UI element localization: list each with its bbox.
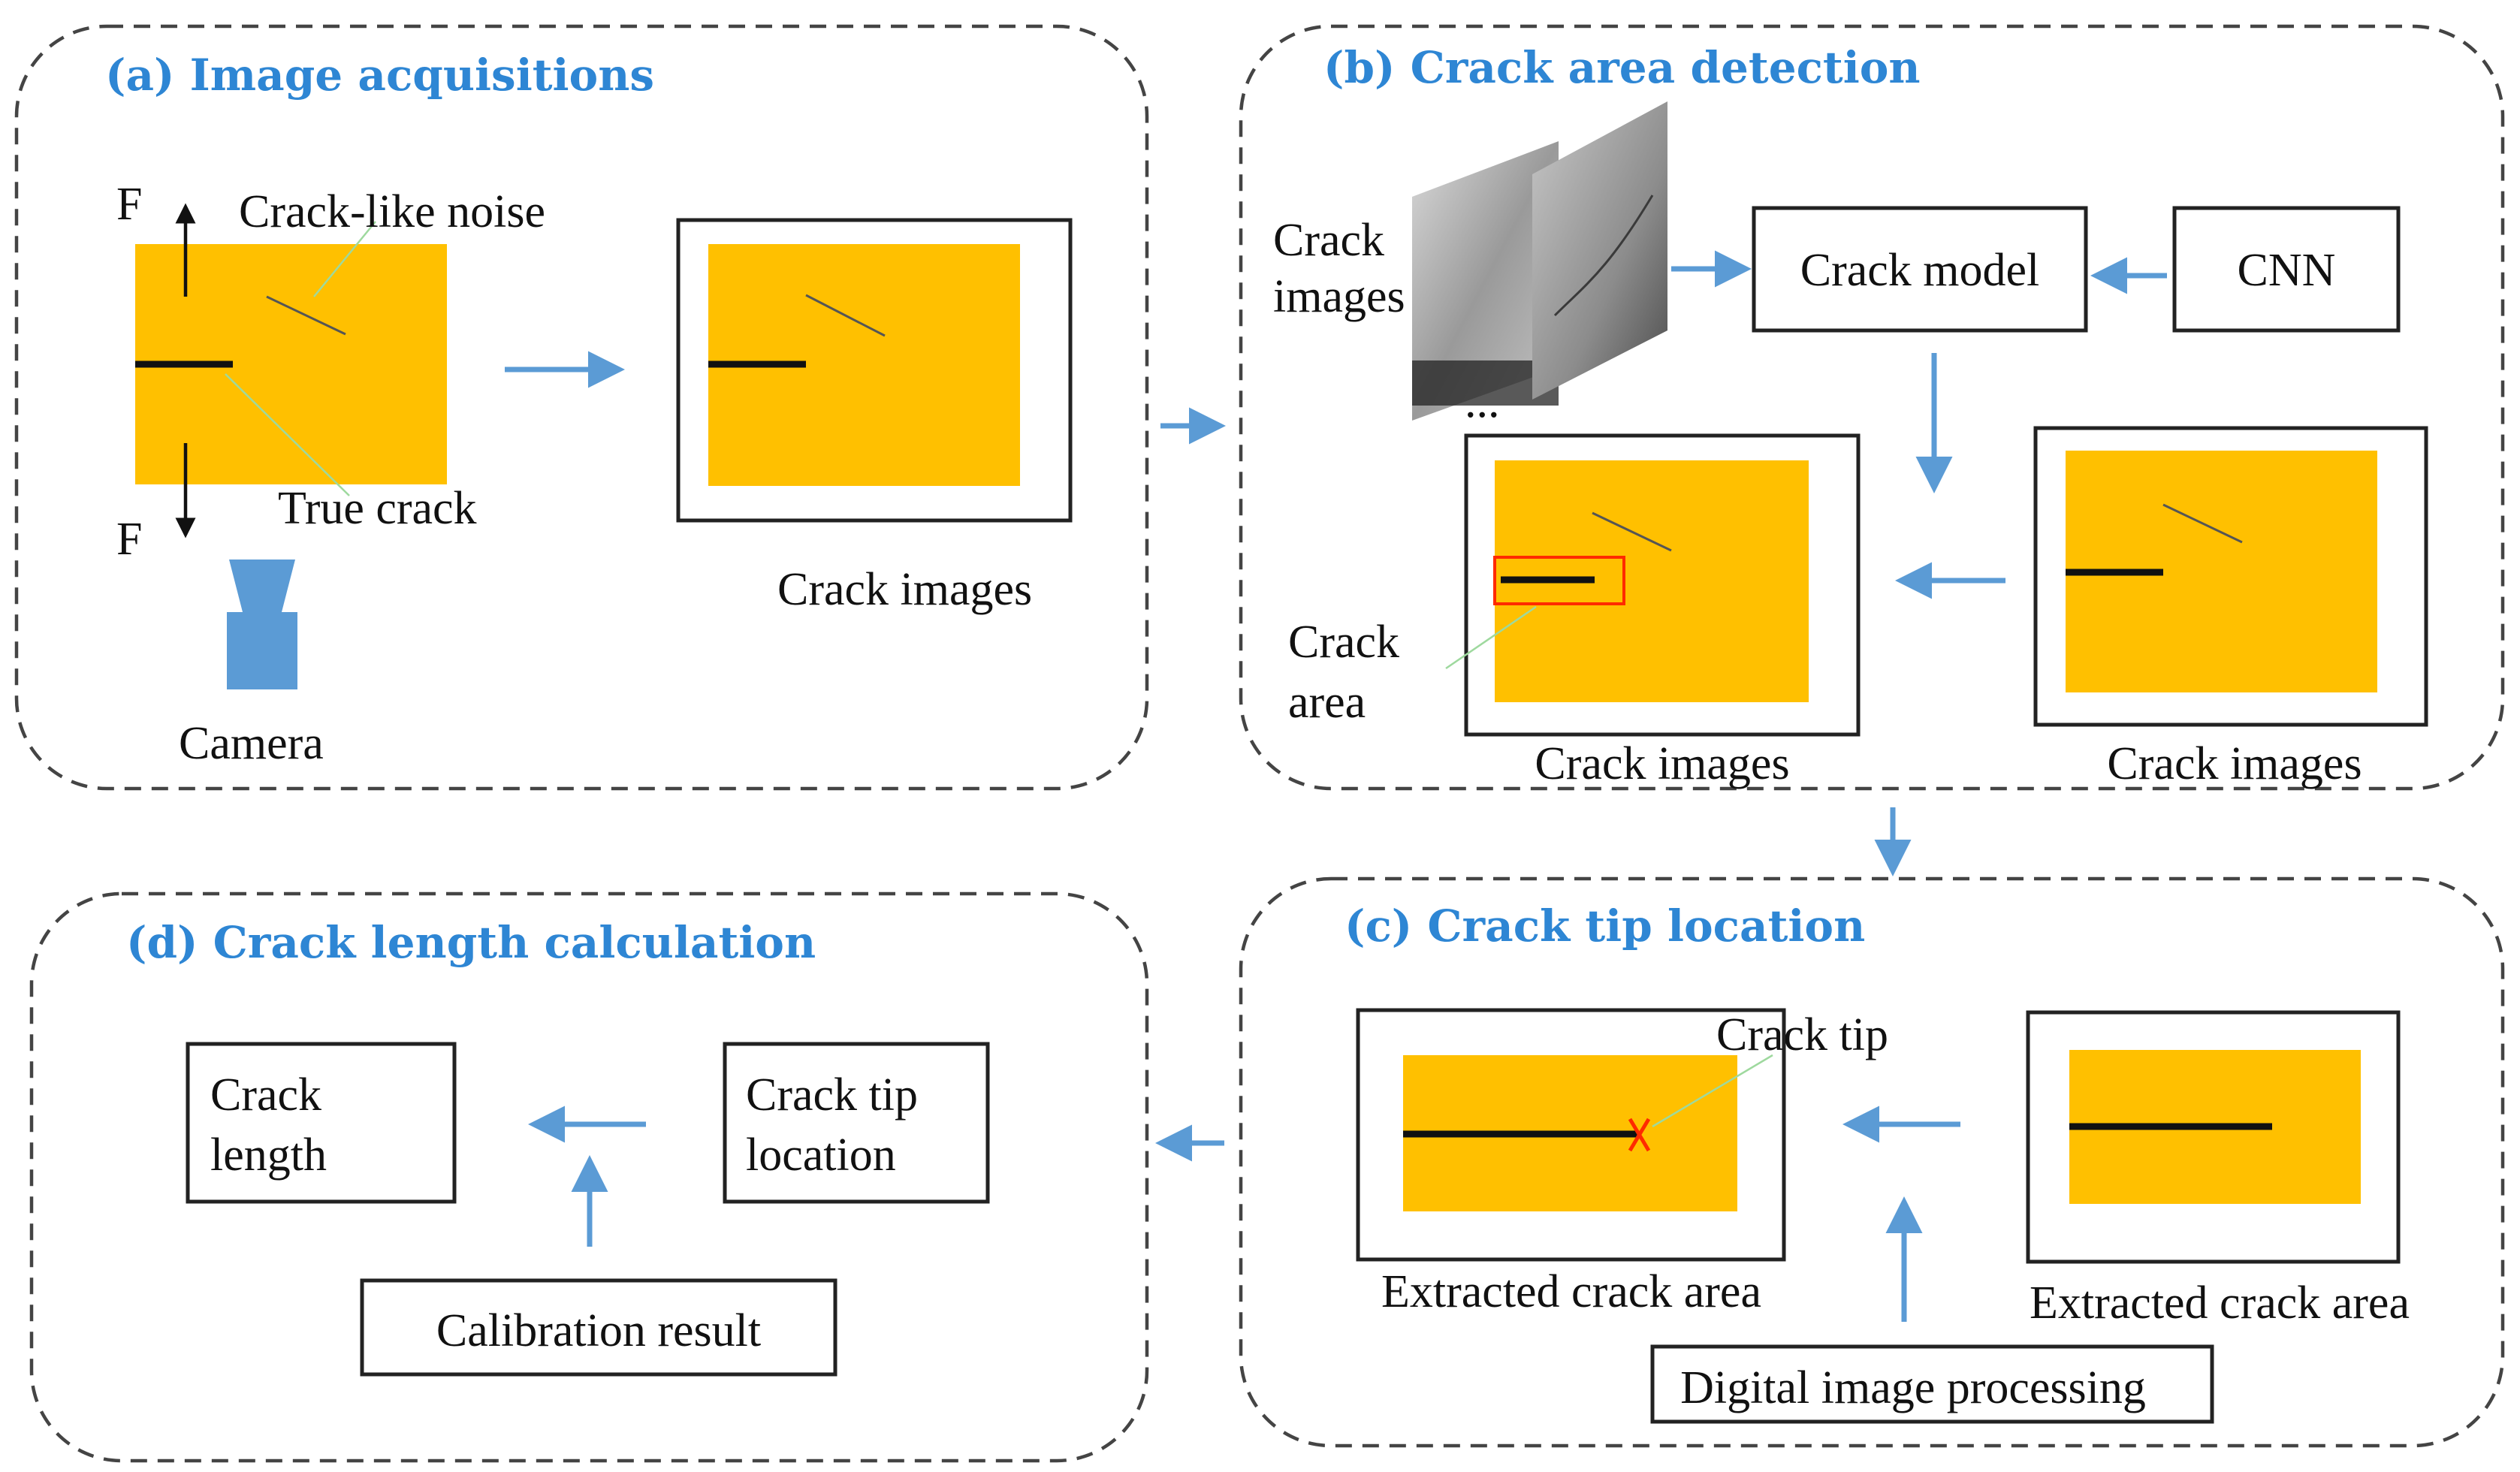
panel-c-border	[1239, 876, 2505, 1448]
crack-images-input-label-line2: images	[1273, 271, 1405, 322]
crack-photo-sample-2-crack	[1553, 195, 1654, 317]
panel-c-title: (c) Crack tip location	[1345, 900, 1865, 952]
crack-tip-location-label-line1: Crack tip	[746, 1069, 918, 1121]
crack-length-label-line2: length	[210, 1130, 327, 1181]
calibration-result-label: Calibration result	[436, 1305, 761, 1356]
true-crack-guide-line	[225, 373, 350, 496]
crack-tip-location-label-line2: location	[746, 1130, 896, 1181]
detected-crack-area-box	[1493, 556, 1625, 605]
force-label-top: F	[116, 179, 142, 230]
force-label-bottom: F	[116, 514, 142, 565]
panel-crack-tip-location: (c) Crack tip location Crack tip Extract…	[1239, 876, 2505, 1448]
crack-area-label-line2: area	[1288, 677, 1366, 728]
digital-processing-label: Digital image processing	[1680, 1362, 2146, 1413]
camera-label: Camera	[179, 718, 324, 769]
panel-d-border	[29, 891, 1149, 1463]
digital-processing-box	[1650, 1344, 2214, 1424]
panel-crack-area-detection: (b) Crack area detection Crack images ..…	[1239, 24, 2505, 791]
crack-tip-guide-line	[1652, 1054, 1773, 1128]
crack-tip-marker-icon	[1628, 1118, 1651, 1152]
crack-photo-ellipsis: ...	[1465, 376, 1500, 427]
noise-guide-line	[313, 221, 376, 297]
panel-b-border	[1239, 24, 2505, 791]
crack-length-box	[186, 1042, 457, 1204]
extracted-area-label-right: Extracted crack area	[2030, 1277, 2410, 1329]
crack-photo-sample-2	[1532, 101, 1667, 400]
crack-area-guide-line	[1445, 605, 1537, 670]
crack-area-label-line1: Crack	[1288, 617, 1399, 668]
true-crack-label: True crack	[278, 483, 477, 534]
panel-d-title: (d) Crack length calculation	[126, 917, 816, 968]
panel-a-title: (a) Image acquisitions	[105, 50, 654, 101]
panel-b-title: (b) Crack area detection	[1323, 42, 1921, 93]
crack-image-noise-a	[805, 294, 886, 337]
cnn-label: CNN	[2238, 245, 2336, 296]
crack-photo-sample-1	[1412, 141, 1559, 421]
crack-images-label-a: Crack images	[777, 564, 1032, 615]
crack-tip-location-box	[723, 1042, 990, 1204]
camera-icon	[227, 560, 297, 689]
panel-a-border	[14, 24, 1149, 791]
crack-model-box	[1752, 206, 2088, 333]
crack-image-noise-b-left	[1592, 511, 1672, 552]
panel-crack-length-calculation: (d) Crack length calculation Crack lengt…	[29, 891, 1149, 1463]
crack-images-label-b-right: Crack images	[2107, 738, 2362, 789]
panel-image-acquisitions: (a) Image acquisitions F F Crack-like no…	[14, 24, 1149, 791]
crack-like-noise-line	[266, 295, 346, 336]
crack-model-label: Crack model	[1800, 245, 2040, 296]
cnn-box	[2172, 206, 2401, 333]
crack-image-noise-b-right	[2162, 503, 2243, 544]
crack-photo-samples	[1412, 101, 1667, 421]
crack-like-noise-label: Crack-like noise	[239, 186, 545, 237]
crack-images-label-b-left: Crack images	[1535, 738, 1789, 789]
calibration-result-box	[360, 1278, 837, 1377]
crack-length-label-line1: Crack	[210, 1069, 321, 1121]
extracted-area-label-left: Extracted crack area	[1381, 1266, 1761, 1317]
crack-tip-label: Crack tip	[1716, 1009, 1888, 1060]
crack-images-input-label-line1: Crack	[1273, 215, 1384, 266]
